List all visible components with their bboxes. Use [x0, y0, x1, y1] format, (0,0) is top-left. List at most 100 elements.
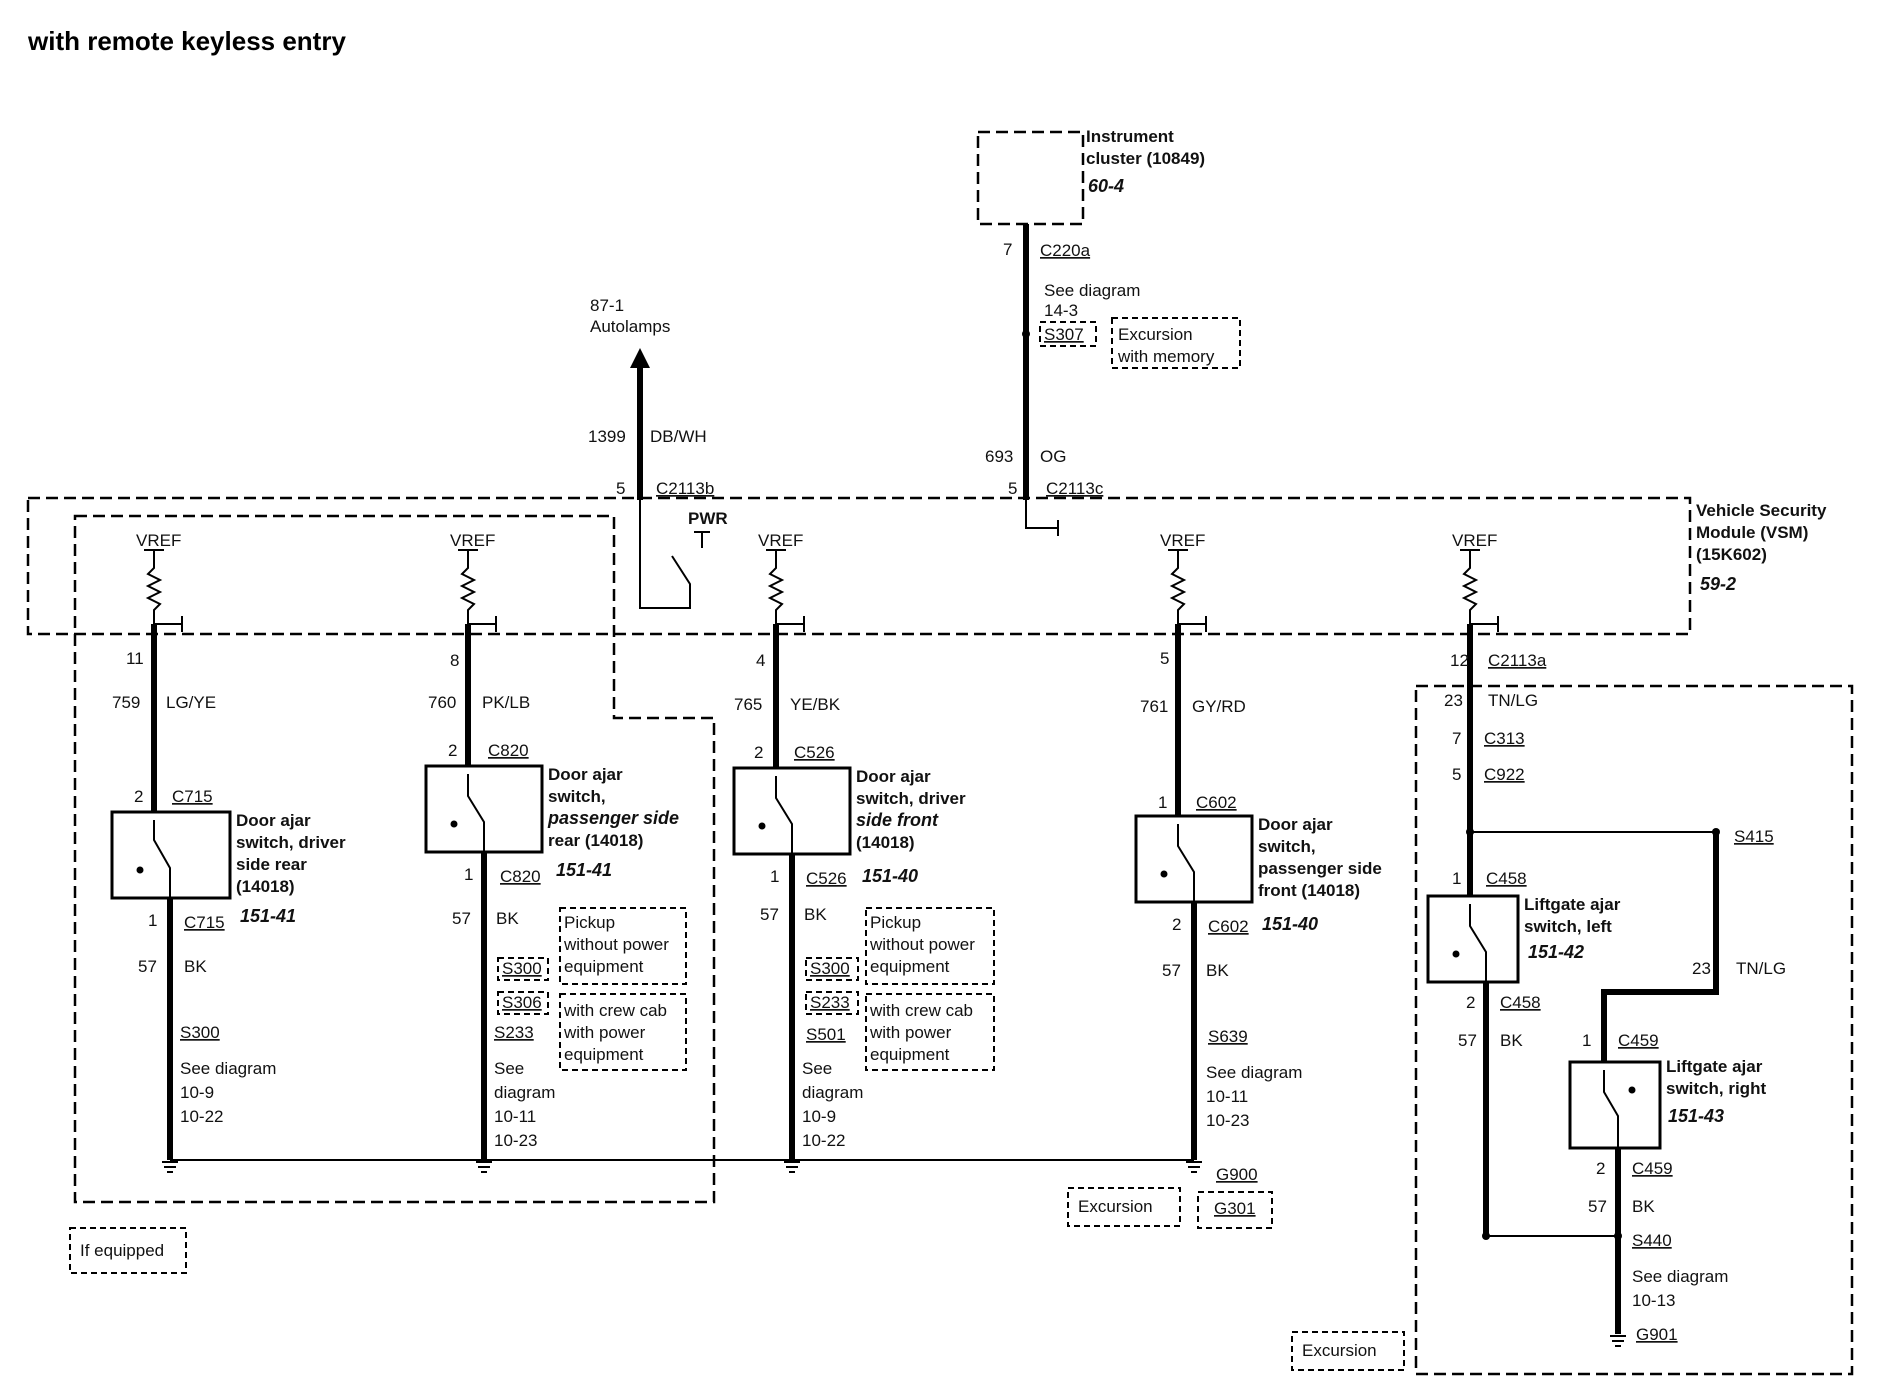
switches-2-ref-label: 151-40 [862, 866, 918, 886]
switches-2-note-b-3-label: equipment [870, 1045, 950, 1064]
liftgate-left-gnd-color-label: BK [1500, 1031, 1523, 1050]
switches-3-name-1-label: Door ajar [1258, 815, 1333, 834]
cluster-internal [1025, 500, 1058, 529]
liftgate-conn-2-pin-label: 5 [1452, 765, 1461, 784]
liftgate-color-label: TN/LG [1488, 691, 1538, 710]
switches-1-in-pin-label: 2 [448, 741, 457, 760]
excursion-memory-1: Excursion [1118, 325, 1193, 344]
switches-2-note-b-1-label: with crew cab [869, 1001, 973, 1020]
cluster-see-1: See diagram [1044, 281, 1140, 300]
vref-column-5: VREF [1452, 531, 1499, 632]
switches-1-see-3-label: 10-11 [494, 1107, 536, 1126]
switches-0-circuit-label: 759 [112, 693, 140, 712]
switches-1-note-b-1-label: with crew cab [563, 1001, 667, 1020]
switches-0-name-4-label: (14018) [236, 877, 295, 896]
cluster-ref: 60-4 [1088, 176, 1124, 196]
liftgate-see-1-label: See diagram [1632, 1267, 1728, 1286]
vsm-name-3: (15K602) [1696, 545, 1767, 564]
liftgate-conn-1-pin-label: 7 [1452, 729, 1461, 748]
liftgate-right-name-2-label: switch, right [1666, 1079, 1766, 1098]
switches-0-name-3-label: side rear [236, 855, 307, 874]
switches-3-excursion-label: Excursion [1078, 1197, 1153, 1216]
liftgate-left-out-pin-label: 2 [1466, 993, 1475, 1012]
switches-3-ground-b-label: G301 [1214, 1199, 1256, 1218]
switches-2-in-conn-label: C526 [794, 743, 835, 762]
liftgate-right-circuit-label: 23 [1692, 959, 1711, 978]
switches-1-in-conn-label: C820 [488, 741, 529, 760]
switches-2-note-b-2-label: with power [869, 1023, 952, 1042]
switches-1-out-pin-label: 1 [464, 865, 473, 884]
autolamps-circuit: 1399 [588, 427, 626, 446]
vsm-boundary [26, 496, 1692, 636]
door-ajar-switch-passenger-front: 5 761 GY/RD 1 C602 Door ajar switch, pas… [1067, 624, 1382, 1229]
switches-0-ref-label: 151-41 [240, 906, 296, 926]
arrow-up-icon [630, 348, 650, 368]
vsm-name-2: Module (VSM) [1696, 523, 1808, 542]
switches-0-gnd-color-label: BK [184, 957, 207, 976]
switches-1-note-b-2-label: with power [563, 1023, 646, 1042]
switches-3-gnd-circuit-label: 57 [1162, 961, 1181, 980]
liftgate-circuit: 12 C2113a 23 TN/LG 7 C313 5 C922 S415 1 … [1426, 624, 1786, 1347]
vref-label: VREF [758, 531, 803, 550]
switches-3-circuit-label: 761 [1140, 697, 1168, 716]
switches-1-gnd-color-label: BK [496, 909, 519, 928]
autolamps-ref: 87-1 [590, 296, 624, 315]
switches-2-gnd-color-label: BK [804, 905, 827, 924]
switches-3-name-2-label: switch, [1258, 837, 1316, 856]
switches-0-name-2-label: switch, driver [236, 833, 346, 852]
s307-label: S307 [1044, 325, 1084, 344]
switches-1-out-conn-label: C820 [500, 867, 541, 886]
pwr-label: PWR [688, 509, 728, 528]
switches-0-see-1-label: See diagram [180, 1059, 276, 1078]
door-ajar-switch-driver-front: 4 765 YE/BK 2 C526 Door ajar switch, dri… [732, 624, 995, 1173]
switches-3-in-conn-label: C602 [1196, 793, 1237, 812]
switches-3-pin-label: 5 [1160, 649, 1169, 668]
switches-0-see-2-label: 10-9 [180, 1083, 214, 1102]
liftgate-splice-top-label: S415 [1734, 827, 1774, 846]
switches-1-color-label: PK/LB [482, 693, 530, 712]
page-title: with remote keyless entry [27, 26, 346, 56]
liftgate-right-color-label: TN/LG [1736, 959, 1786, 978]
excursion-memory-box [1111, 317, 1241, 369]
vsm-name-1: Vehicle Security [1696, 501, 1827, 520]
liftgate-right-gnd-color-label: BK [1632, 1197, 1655, 1216]
switches-2-splice-a-label: S300 [810, 959, 850, 978]
vref-label: VREF [1160, 531, 1205, 550]
switches-2-note-a-1-label: Pickup [870, 913, 921, 932]
switches-1-splice-b-label: S306 [502, 993, 542, 1012]
switches-1-see-1-label: See [494, 1059, 524, 1078]
liftgate-left-out-conn-label: C458 [1500, 993, 1541, 1012]
switches-1-name-4-label: rear (14018) [548, 831, 643, 850]
switches-1-note-a-2-label: without power [563, 935, 669, 954]
switches-3-name-4-label: front (14018) [1258, 881, 1360, 900]
cluster-circuit: 693 [985, 447, 1013, 466]
liftgate-left-in-conn-label: C458 [1486, 869, 1527, 888]
cluster-name-2: cluster (10849) [1086, 149, 1205, 168]
if-equipped-box [69, 1227, 187, 1274]
switches-1-circuit-label: 760 [428, 693, 456, 712]
switches-2-name-3-label: side front [856, 810, 939, 830]
door-ajar-switch-driver-rear: 11 759 LG/YE 2 C715 Door ajar switch, dr… [110, 624, 346, 1173]
liftgate-left-in-pin-label: 1 [1452, 869, 1461, 888]
liftgate-right-out-conn-label: C459 [1632, 1159, 1673, 1178]
switches-1-splice-label: S233 [494, 1023, 534, 1042]
liftgate-left-name-1-label: Liftgate ajar [1524, 895, 1621, 914]
switches-0-color-label: LG/YE [166, 693, 216, 712]
switches-2-name-1-label: Door ajar [856, 767, 931, 786]
liftgate-right-ref-label: 151-43 [1668, 1106, 1724, 1126]
liftgate-left-name-2-label: switch, left [1524, 917, 1612, 936]
switches-2-splice-label: S501 [806, 1025, 846, 1044]
vref-label: VREF [450, 531, 495, 550]
switches-1-note-a-1-label: Pickup [564, 913, 615, 932]
switches-1-note-b-3-label: equipment [564, 1045, 644, 1064]
autolamps-label: Autolamps [590, 317, 670, 336]
switches-1-splice-a-label: S300 [502, 959, 542, 978]
switches-1-note-a-3-label: equipment [564, 957, 644, 976]
excursion-box [1291, 1331, 1405, 1371]
switches-0-gnd-circuit-label: 57 [138, 957, 157, 976]
switches-2-out-pin-label: 1 [770, 867, 779, 886]
instrument-cluster-box [976, 130, 1085, 226]
liftgate-right-gnd-circuit-label: 57 [1588, 1197, 1607, 1216]
switches-0-out-pin-label: 1 [148, 911, 157, 930]
